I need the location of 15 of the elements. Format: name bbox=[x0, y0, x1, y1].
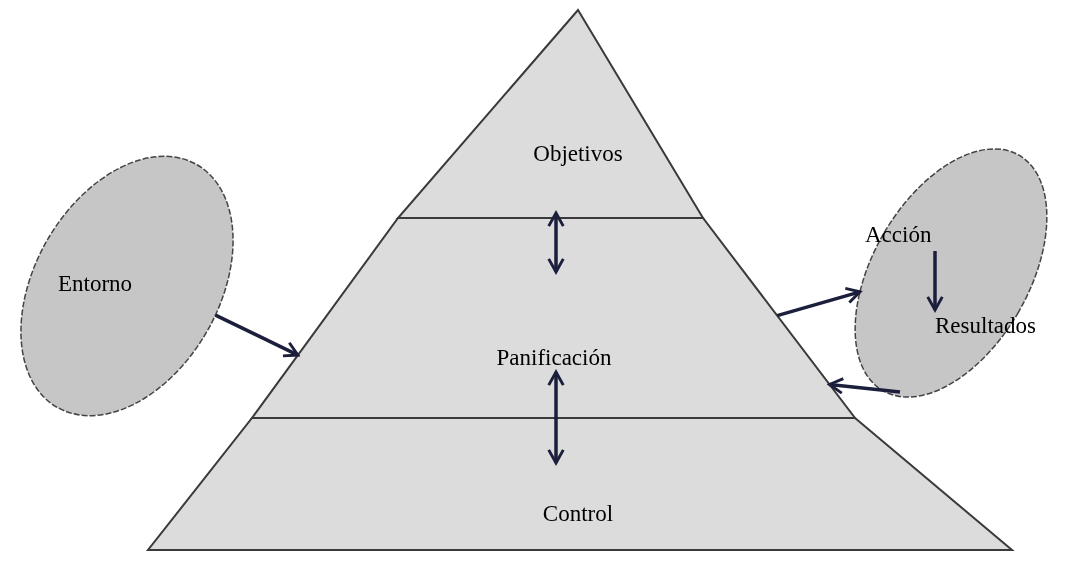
node-label: Objetivos bbox=[533, 140, 623, 168]
arrow bbox=[547, 370, 565, 465]
arrow bbox=[926, 251, 944, 312]
node-label: Panificación bbox=[496, 344, 612, 372]
pyramid-tier bbox=[398, 10, 703, 218]
pyramid-tier bbox=[252, 218, 855, 418]
arrow bbox=[214, 313, 300, 358]
node-label: Entorno bbox=[57, 270, 133, 298]
node-label: Resultados bbox=[935, 310, 1036, 342]
node-label: Acción bbox=[865, 219, 932, 251]
node-label: Control bbox=[542, 500, 614, 528]
arrow bbox=[828, 377, 901, 395]
arrow bbox=[547, 211, 565, 274]
arrow bbox=[776, 286, 862, 318]
pyramid-tier bbox=[148, 418, 1012, 550]
